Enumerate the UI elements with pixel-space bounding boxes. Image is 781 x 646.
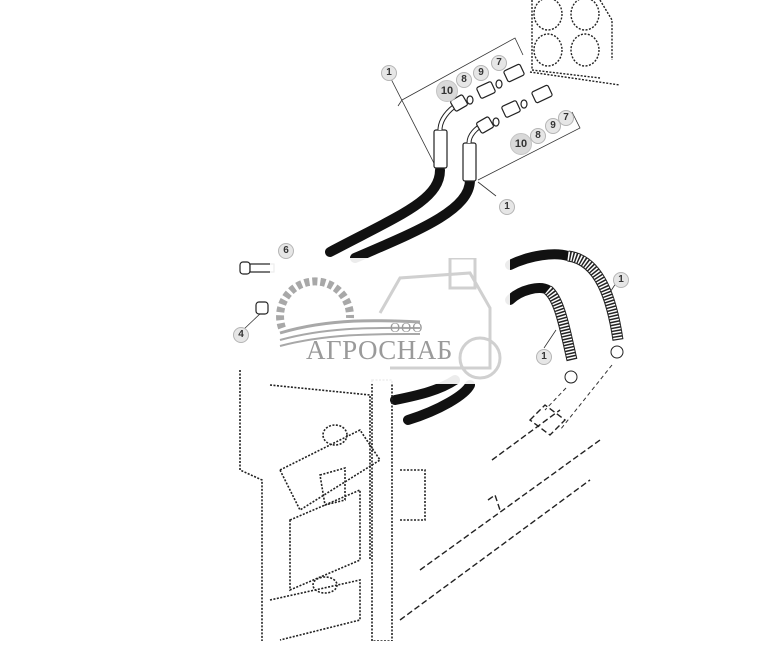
callout-8: 8 [530,128,546,144]
callout-9: 9 [473,65,489,81]
callout-6: 6 [278,243,294,259]
bolt-and-washer [239,261,275,315]
watermark-company-name: АГРОСНАБ [306,335,453,365]
callout-1: 1 [536,349,552,365]
hose-fittings-upper [433,63,553,182]
callout-7: 7 [558,110,574,126]
callout-1: 1 [613,272,629,288]
watermark-logo [276,258,502,380]
combine-harvester-silhouette [378,258,502,380]
braided-hoses [543,250,624,431]
callout-1: 1 [499,199,515,215]
callout-10: 10 [436,80,458,102]
callout-9: 9 [545,118,561,134]
hoses [325,165,573,425]
callout-7: 7 [491,55,507,71]
callout-1: 1 [381,65,397,81]
callout-4: 4 [233,327,249,343]
callout-8: 8 [456,72,472,88]
frame-assembly [239,370,426,642]
callout-10: 10 [510,133,532,155]
hydraulic-cylinder [399,404,601,621]
valve-block [529,0,621,86]
watermark-prefix: ООО [390,321,424,336]
